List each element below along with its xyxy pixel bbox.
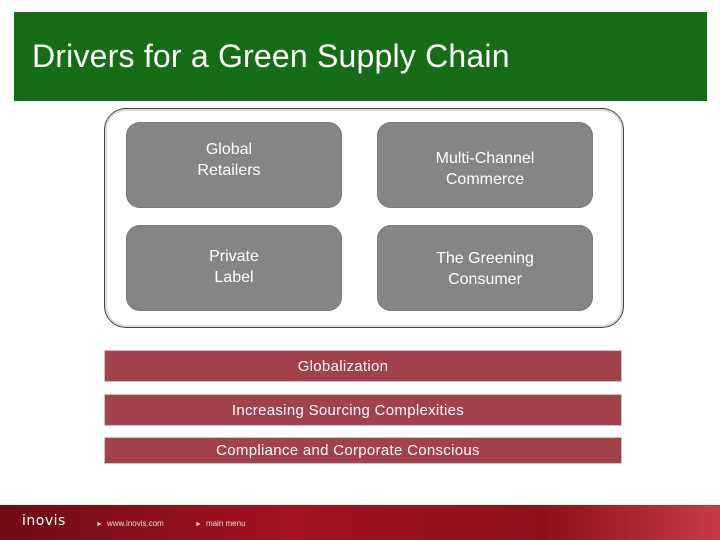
tile-label: The Greening Consumer	[436, 250, 534, 288]
arrow-right-icon: ►	[195, 521, 202, 528]
tile-label: Multi-Channel Commerce	[435, 150, 535, 188]
tile-global-retailers: Global Retailers	[126, 122, 342, 208]
main-menu-link[interactable]: ►main menu	[195, 519, 246, 528]
tile-label: Global Retailers	[197, 141, 261, 179]
slide-title: Drivers for a Green Supply Chain	[32, 38, 510, 74]
tile-private-label: Private Label	[126, 225, 342, 311]
band-label: Globalization	[297, 357, 389, 375]
band-globalization: Globalization	[104, 350, 622, 382]
footer-bar: inovis ►www.inovis.com ►main menu	[0, 505, 720, 540]
band-label: Increasing Sourcing Complexities	[231, 401, 465, 419]
band-sourcing-complexities: Increasing Sourcing Complexities	[104, 394, 622, 426]
website-link-label: www.inovis.com	[106, 519, 164, 528]
main-menu-link-label: main menu	[205, 519, 246, 528]
band-compliance: Compliance and Corporate Conscious	[104, 437, 622, 464]
title-bar: Drivers for a Green Supply Chain	[14, 12, 707, 101]
inovis-logo: inovis	[22, 513, 66, 529]
tile-multi-channel-commerce: Multi-Channel Commerce	[377, 122, 593, 208]
website-link[interactable]: ►www.inovis.com	[96, 519, 164, 528]
tile-greening-consumer: The Greening Consumer	[377, 225, 593, 311]
tile-label: Private Label	[209, 248, 259, 286]
arrow-right-icon: ►	[96, 521, 103, 528]
band-label: Compliance and Corporate Conscious	[216, 442, 480, 459]
